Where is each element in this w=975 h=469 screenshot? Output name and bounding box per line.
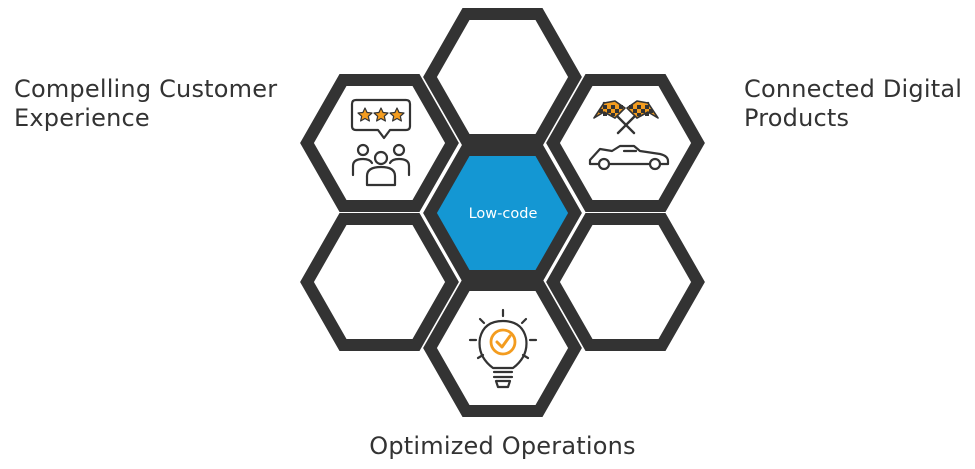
right-checkered-flag (626, 100, 659, 119)
hex-lower-right (546, 213, 705, 351)
label-connected-digital-products: Connected Digital Products (744, 75, 963, 132)
left-checkered-flag (593, 100, 626, 119)
customer-review-icon (350, 98, 412, 187)
label-compelling-customer-experience: Compelling Customer Experience (14, 75, 278, 132)
hex-lower-left (300, 213, 459, 351)
hex-upper-right (546, 74, 705, 212)
lightbulb-check-icon (468, 308, 538, 389)
hex-center (423, 144, 582, 282)
center-label: Low-code (469, 206, 538, 222)
hex-top (423, 8, 582, 146)
label-optimized-operations: Optimized Operations (369, 432, 636, 460)
race-car (588, 144, 670, 171)
hex-upper-left (300, 74, 459, 212)
racing-flags-car-icon (588, 100, 670, 171)
hex-bottom (423, 279, 582, 417)
